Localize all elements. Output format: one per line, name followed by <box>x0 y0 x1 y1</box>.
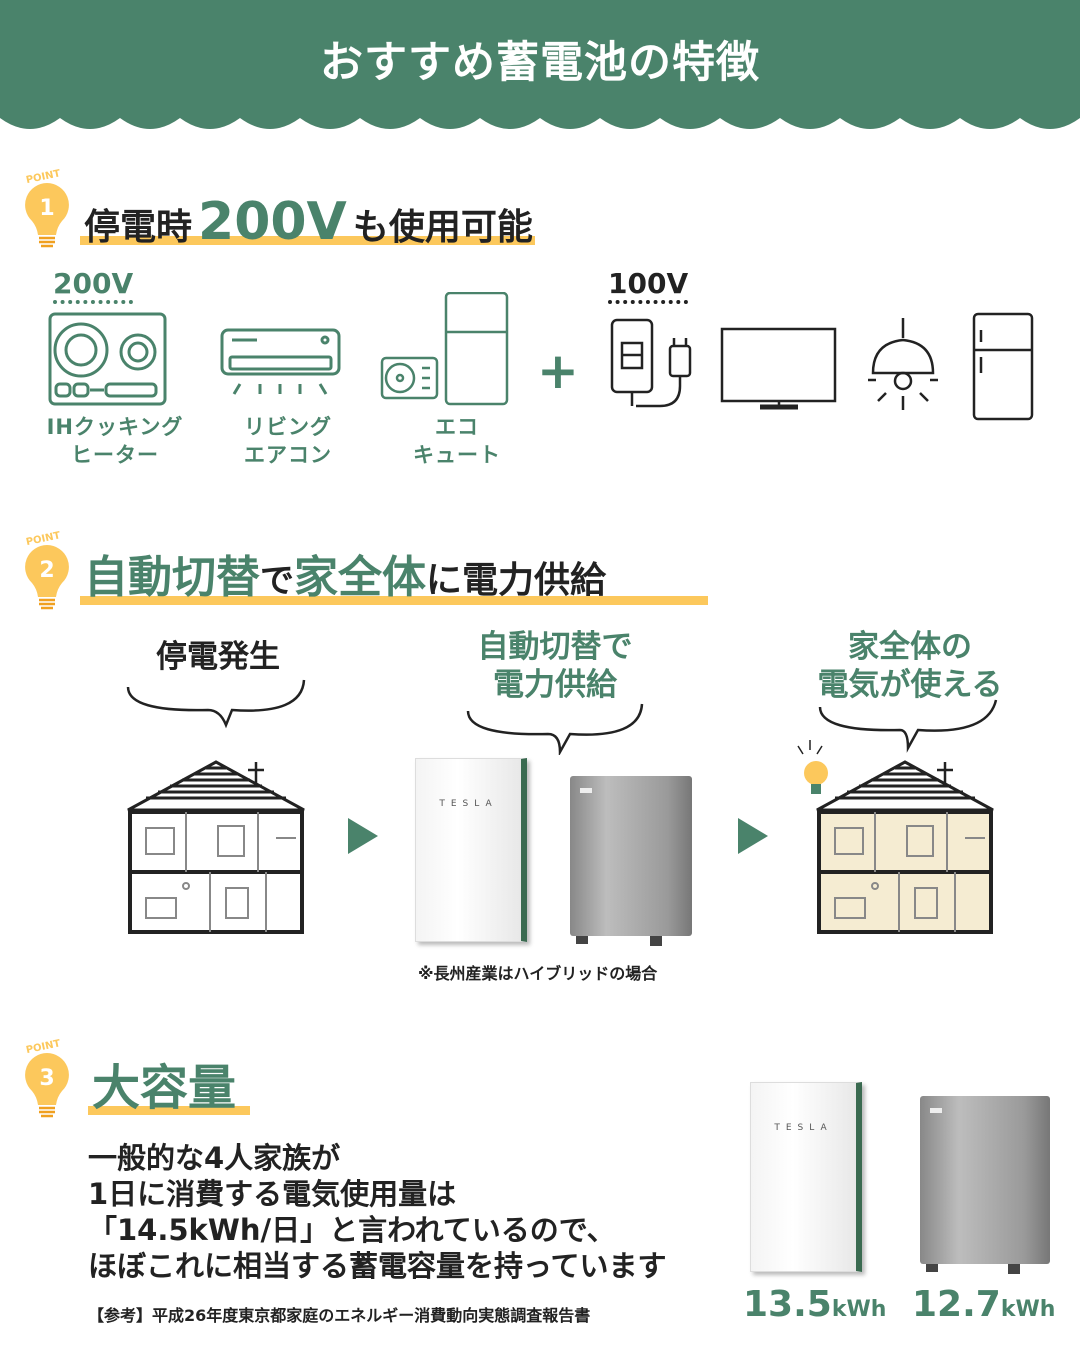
tesla-capacity: 13.5kWh <box>743 1284 887 1325</box>
hybrid-note: ※長州産業はハイブリッドの場合 <box>418 964 658 983</box>
step-3-caption: 家全体の電気が使える <box>817 629 1003 703</box>
choshu-capacity: 12.7kWh <box>912 1284 1056 1325</box>
point-2-bulb-icon: POINT 2 <box>22 530 72 610</box>
air-conditioner-icon <box>220 328 341 395</box>
title-text: も使用可能 <box>352 207 533 248</box>
ceiling-lamp-icon <box>868 318 938 410</box>
eco-cute-water-heater-icon <box>380 292 509 406</box>
tesla-powerwall-image: TESLA <box>415 758 527 942</box>
tesla-powerwall-image: TESLA <box>750 1082 862 1272</box>
title-text: 停電時 <box>84 207 193 248</box>
arrow-right-icon <box>348 818 378 854</box>
choshu-battery-image <box>570 776 692 946</box>
house-blackout-illustration <box>127 760 305 934</box>
point-3-bulb-icon: POINT 3 <box>22 1038 72 1118</box>
tv-icon <box>720 327 837 410</box>
speech-bubble-tails <box>126 679 998 755</box>
refrigerator-icon <box>972 312 1034 421</box>
choshu-battery-image <box>920 1096 1050 1274</box>
ih-cooktop-label: IHクッキングヒーター <box>46 415 184 467</box>
title-underline <box>80 236 535 245</box>
step-2-caption: 自動切替で電力供給 <box>477 629 633 703</box>
ih-cooktop-icon <box>48 312 167 406</box>
point-1-bulb-icon: POINT 1 <box>22 168 72 248</box>
page-title: おすすめ蓄電池の特徴 <box>320 38 760 88</box>
label-200v: 200V <box>53 270 134 304</box>
svg-text:2: 2 <box>39 558 54 583</box>
point-2-title: 自動切替で家全体に電力供給 <box>84 556 606 600</box>
title-underline <box>80 596 708 605</box>
header-banner: おすすめ蓄電池の特徴 <box>0 0 1080 135</box>
svg-text:1: 1 <box>39 196 54 221</box>
title-highlight: 家全体 <box>294 552 426 603</box>
house-powered-illustration <box>816 760 994 934</box>
plus-icon: + <box>537 342 579 400</box>
label-100v: 100V <box>608 270 689 304</box>
reference-note: 【参考】平成26年度東京都家庭のエネルギー消費動向実態調査報告書 <box>88 1306 591 1325</box>
title-highlight: 自動切替 <box>84 552 260 603</box>
title-underline <box>88 1106 250 1115</box>
point-3-title: 大容量 <box>92 1060 237 1116</box>
title-text: で <box>260 561 294 601</box>
air-conditioner-label: リビングエアコン <box>244 415 332 467</box>
tesla-logo: TESLA <box>774 1123 833 1133</box>
phone-charger-icon <box>610 318 692 408</box>
step-1-caption: 停電発生 <box>156 639 280 675</box>
title-text: に電力供給 <box>426 560 607 601</box>
tesla-logo: TESLA <box>439 799 498 809</box>
arrow-right-icon <box>738 818 768 854</box>
eco-cute-label: エコキュート <box>413 415 501 467</box>
lit-bulb-icon <box>797 740 828 794</box>
title-highlight: 200V <box>198 192 347 252</box>
wavy-banner-bg <box>0 0 1080 129</box>
svg-text:3: 3 <box>39 1066 54 1091</box>
